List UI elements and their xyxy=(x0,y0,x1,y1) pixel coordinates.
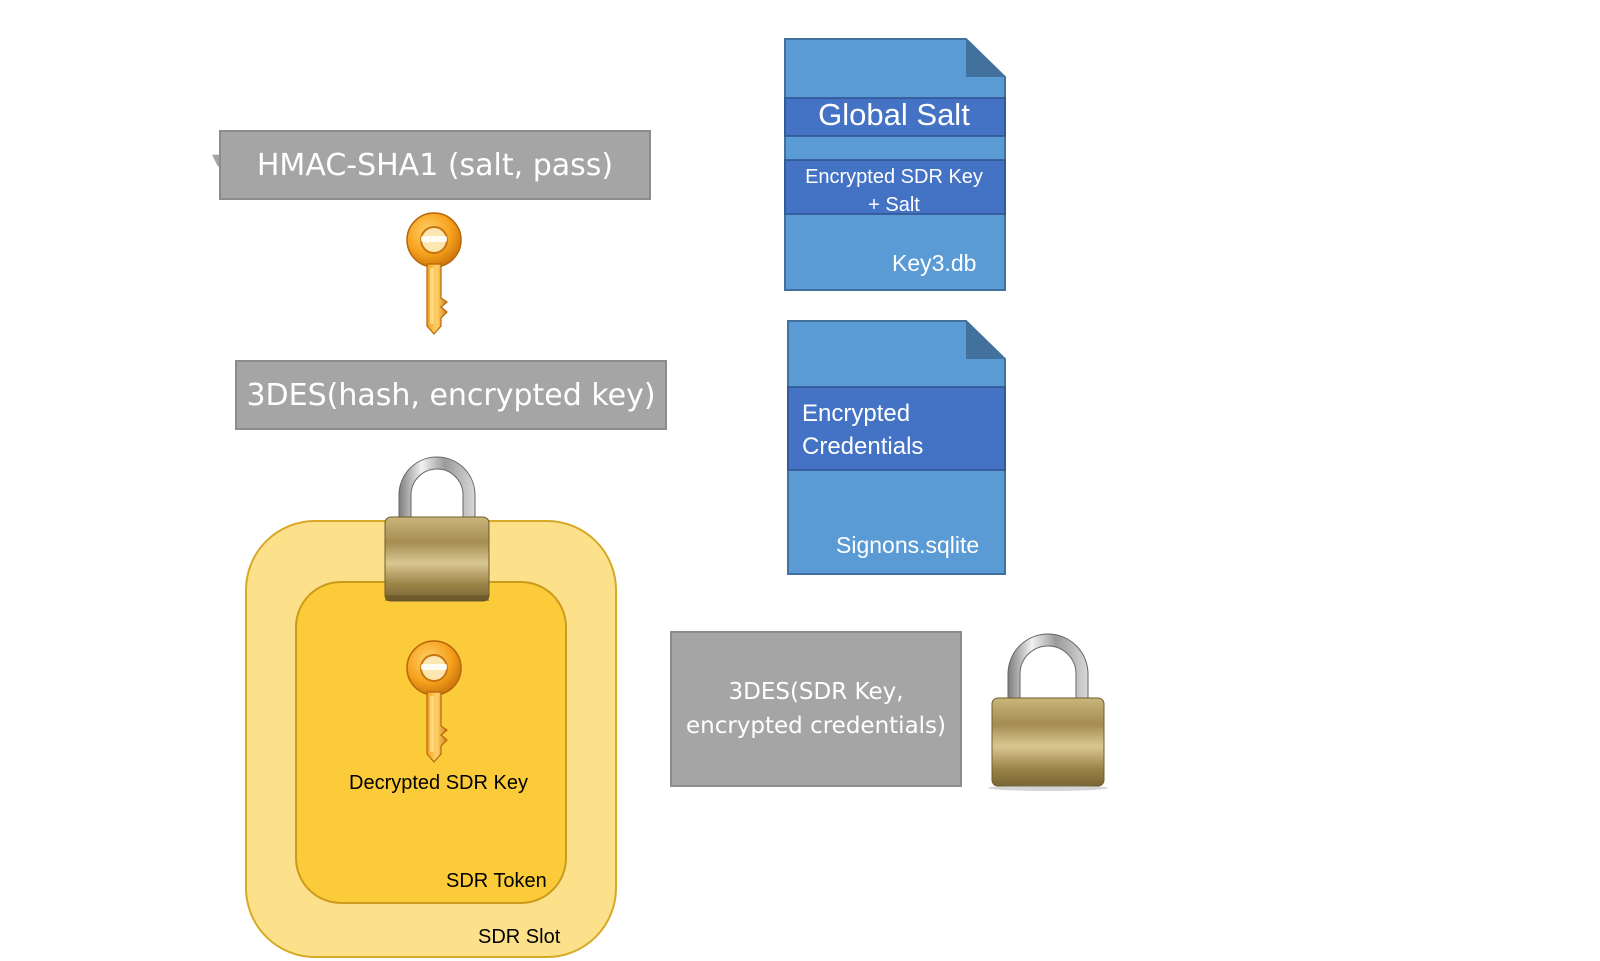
key3-filename: Key3.db xyxy=(892,250,977,276)
global-salt-label: Global Salt xyxy=(818,97,970,132)
padlock-icon xyxy=(384,456,490,602)
3des-sdr-label-line1: 3DES(SDR Key, xyxy=(728,679,904,705)
sdr-token-label: SDR Token xyxy=(446,870,547,892)
3des-hash-label: 3DES(hash, encrypted key) xyxy=(246,377,656,413)
key3-file-icon xyxy=(784,38,1006,291)
key-icon xyxy=(406,212,462,335)
encrypted-sdr-key-line2: + Salt xyxy=(868,194,920,216)
signons-filename: Signons.sqlite xyxy=(836,532,980,558)
encrypted-sdr-key-line1: Encrypted SDR Key xyxy=(805,166,983,188)
3des-hash-box: 3DES(hash, encrypted key) xyxy=(235,360,667,430)
sdr-slot-label: SDR Slot xyxy=(478,926,561,948)
decrypted-sdr-key-label: Decrypted SDR Key xyxy=(349,772,528,794)
encrypted-credentials-line1: Encrypted xyxy=(802,400,911,427)
hmac-label: HMAC-SHA1 (salt, pass) xyxy=(256,147,614,183)
hmac-sha1-box: HMAC-SHA1 (salt, pass) xyxy=(219,130,651,200)
padlock-icon xyxy=(988,633,1108,791)
key-icon xyxy=(406,640,462,763)
encrypted-credentials-label: Encrypted Credentials xyxy=(802,397,923,463)
3des-sdr-key-box: 3DES(SDR Key, encrypted credentials) xyxy=(670,631,962,787)
encrypted-sdr-key-label: Encrypted SDR Key + Salt xyxy=(785,163,1003,219)
encrypted-credentials-line2: Credentials xyxy=(802,433,924,460)
signons-file-icon xyxy=(787,320,1006,575)
3des-sdr-label-line2: encrypted credentials) xyxy=(685,713,947,739)
